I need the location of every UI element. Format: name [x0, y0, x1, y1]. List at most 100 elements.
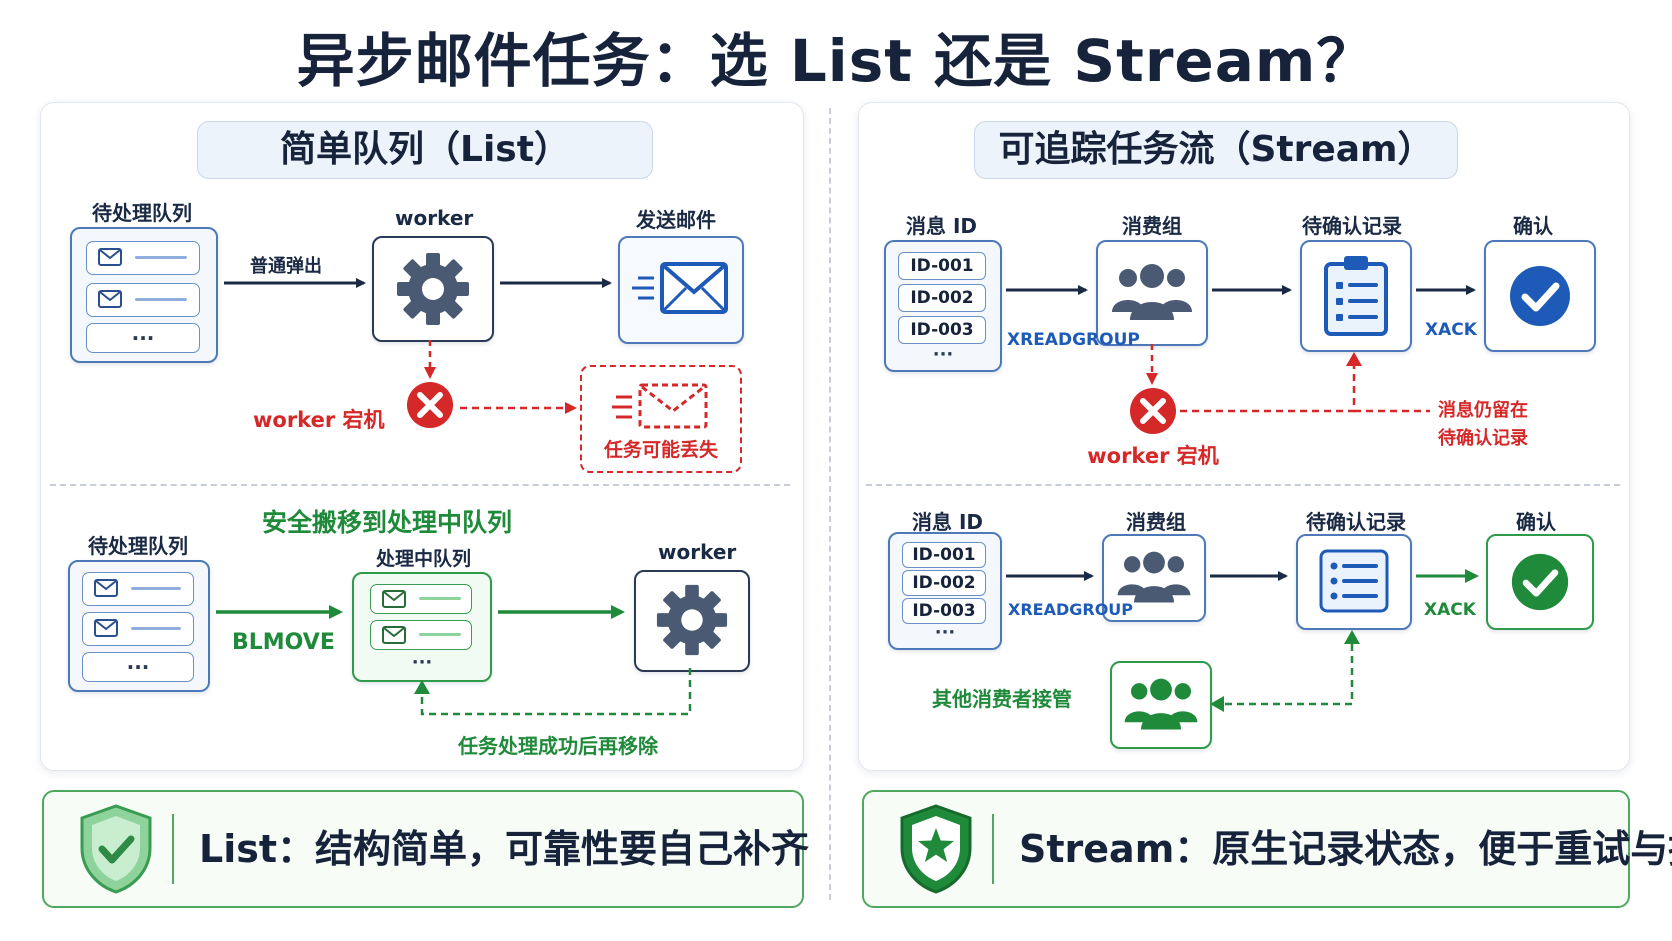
- users-group-icon: [1124, 678, 1198, 730]
- envelope-icon: [98, 248, 122, 266]
- msg-id-label: 消息 ID: [906, 214, 978, 238]
- queue-item: [82, 572, 194, 606]
- msg-id-row: ID-003: [902, 598, 986, 624]
- lost-task-label: 任务可能丢失: [603, 439, 718, 461]
- processing-item: [370, 584, 472, 614]
- queue-item: [82, 612, 194, 646]
- arrow-remove-return-head: [414, 680, 430, 694]
- check-circle-icon: [1510, 266, 1570, 326]
- ack-label: 确认: [1513, 214, 1553, 238]
- right-section-divider: [866, 484, 1620, 486]
- processing-more: ···: [411, 652, 433, 673]
- center-divider: [829, 108, 831, 900]
- check-circle-icon: [1511, 553, 1569, 611]
- arrow-crash-to-pending-head: [1346, 352, 1362, 366]
- envelope-icon: [94, 619, 118, 637]
- worker-box-2: [634, 570, 750, 672]
- processing-queue-label: 处理中队列: [376, 548, 472, 570]
- xack-label: XACK: [1425, 320, 1477, 340]
- pending-entries-label: 待确认记录: [1302, 214, 1402, 238]
- queue-item-line: [135, 256, 187, 259]
- worker-label: worker: [395, 206, 474, 230]
- clipboard-list-icon: [1324, 256, 1388, 336]
- gear-icon: [397, 253, 469, 325]
- msg-id-row: ID-002: [898, 284, 986, 312]
- list-summary-bar: List：结构简单，可靠性要自己补齐: [42, 790, 809, 908]
- pending-queue-box: ···: [70, 227, 218, 363]
- msg-id-more-2: ···: [934, 622, 956, 643]
- gear-icon: [656, 584, 728, 656]
- envelope-icon: [98, 290, 122, 308]
- envelope-icon: [382, 626, 406, 644]
- still-pending-label-2: 待确认记录: [1438, 428, 1528, 449]
- error-x-icon: [1130, 388, 1176, 434]
- stream-panel: [858, 102, 1630, 771]
- envelope-icon: [94, 579, 118, 597]
- worker-box: [372, 236, 494, 342]
- queue-item: [86, 283, 200, 317]
- stream-summary-text: Stream：原生记录状态，便于重试与接管: [1019, 827, 1672, 871]
- send-mail-label: 发送邮件: [636, 208, 716, 232]
- shield-star-icon: [900, 804, 972, 894]
- blmove-label: BLMOVE: [232, 630, 335, 655]
- users-group-icon: [1117, 551, 1191, 603]
- ack-label-2: 确认: [1516, 510, 1556, 534]
- stream-panel-title: 可追踪任务流（Stream）: [974, 121, 1458, 179]
- ack-box-2: [1486, 534, 1594, 630]
- processing-item-line: [419, 633, 461, 636]
- remove-after-success-label: 任务处理成功后再移除: [458, 734, 658, 758]
- arrow-crash-to-pending: [1180, 362, 1356, 413]
- processing-item-line: [419, 597, 461, 600]
- processing-item: [370, 620, 472, 650]
- list-panel-title: 简单队列（List）: [197, 121, 653, 179]
- envelope-icon: [632, 262, 728, 314]
- pending-entries-box: [1300, 240, 1412, 352]
- consumer-group-box: [1096, 240, 1208, 346]
- consumer-group-box-2: [1102, 534, 1206, 622]
- clipboard-list-icon: [1319, 549, 1389, 613]
- stream-summary-bar: Stream：原生记录状态，便于重试与接管: [862, 790, 1672, 908]
- consumer-group-label-2: 消费组: [1126, 510, 1186, 534]
- arrow-takeover-to-pending-head: [1344, 630, 1360, 644]
- msg-id-row: ID-002: [902, 570, 986, 596]
- queue-item: [86, 241, 200, 275]
- pending-queue-label: 待处理队列: [92, 201, 192, 225]
- safe-move-heading: 安全搬移到处理中队列: [262, 508, 513, 537]
- error-x-icon: [407, 382, 453, 428]
- arrow-remove-return: [420, 668, 692, 716]
- queue-item-line: [131, 587, 181, 590]
- queue-item-more: ···: [82, 652, 194, 682]
- msg-id-row: ID-003: [898, 316, 986, 344]
- envelope-icon: [612, 383, 708, 429]
- still-pending-label-1: 消息仍留在: [1438, 400, 1528, 421]
- msg-id-label-2: 消息 ID: [912, 510, 984, 534]
- list-summary-text: List：结构简单，可靠性要自己补齐: [199, 827, 810, 871]
- msg-id-box: ID-001 ID-002 ID-003 ···: [884, 240, 1002, 372]
- pending-queue-label-2: 待处理队列: [88, 534, 188, 558]
- arrow-pending-to-takeover-head: [1210, 696, 1224, 712]
- takeover-label: 其他消费者接管: [932, 687, 1072, 711]
- summary-divider: [172, 814, 174, 884]
- xreadgroup-label: XREADGROUP: [1007, 330, 1140, 350]
- xack-label-2: XACK: [1424, 600, 1476, 620]
- pending-entries-box-2: [1296, 534, 1412, 630]
- queue-item-line: [131, 627, 181, 630]
- other-consumer-box: [1110, 661, 1212, 749]
- worker-crash-label: worker 宕机: [253, 408, 385, 432]
- envelope-icon: [382, 590, 406, 608]
- page-title: 异步邮件任务：选 List 还是 Stream？: [296, 27, 1376, 95]
- left-section-divider: [50, 484, 790, 486]
- pending-entries-label-2: 待确认记录: [1306, 510, 1406, 534]
- worker-label-2: worker: [658, 540, 737, 564]
- users-group-icon: [1112, 264, 1192, 320]
- xreadgroup-label-2: XREADGROUP: [1008, 600, 1134, 619]
- msg-id-box-2: ID-001 ID-002 ID-003 ···: [888, 532, 1002, 650]
- msg-id-row: ID-001: [902, 542, 986, 568]
- shield-check-icon: [80, 804, 152, 894]
- arrow-pending-to-takeover: [1222, 644, 1354, 706]
- queue-item-more: ···: [86, 323, 200, 353]
- lost-task-box: 任务可能丢失: [580, 365, 742, 473]
- worker-crash-label-2: worker 宕机: [1087, 444, 1219, 468]
- processing-queue-box: ···: [352, 572, 492, 682]
